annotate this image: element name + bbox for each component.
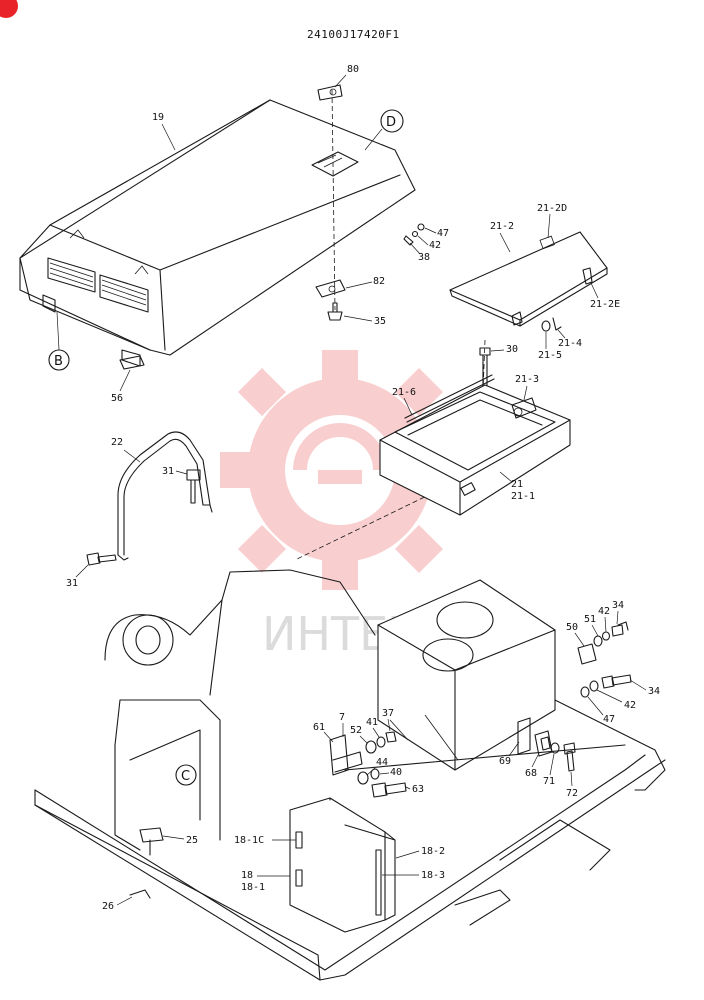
battery-box-21 (379, 384, 571, 516)
washer-42-upper (601, 631, 611, 641)
alignment-line-1 (331, 89, 336, 311)
washer-42-lower (589, 680, 599, 692)
callout-18-2: 18-2 (421, 846, 445, 857)
callout-26: 26 (102, 901, 114, 912)
callout-41: 41 (366, 717, 378, 728)
callout-22: 22 (111, 437, 123, 448)
callout-82: 82 (373, 276, 385, 287)
washer-51 (593, 635, 603, 647)
washer-52 (365, 740, 377, 754)
callout-35: 35 (374, 316, 386, 327)
callout-56: 56 (111, 393, 123, 404)
washer-47-lower (580, 686, 590, 698)
callout-38: 38 (418, 252, 430, 263)
bolt-35 (327, 302, 343, 321)
battery-cover-21-2 (449, 231, 608, 327)
drawing-number: 24100J17420F1 (307, 28, 400, 41)
bolt-63 (371, 782, 407, 798)
view-marker-b: B (48, 311, 70, 371)
callout-34-upper: 34 (612, 600, 624, 611)
plate-56 (119, 355, 145, 370)
callout-42-top: 42 (429, 240, 441, 251)
callout-18-1: 18-1 (241, 882, 265, 893)
rod-21-6 (404, 374, 495, 423)
callout-30: 30 (506, 344, 518, 355)
callout-31-lower: 31 (66, 578, 78, 589)
svg-text:B: B (54, 354, 63, 369)
svg-text:D: D (386, 115, 396, 130)
washer-44 (357, 771, 369, 785)
view-marker-c: C (175, 764, 197, 786)
callout-44: 44 (376, 757, 388, 768)
callout-21-2e: 21-2E (590, 299, 620, 310)
clip-21-4 (552, 317, 562, 331)
bolt-34-lower (601, 674, 632, 689)
nut-37 (385, 731, 397, 743)
callout-42-right-lower: 42 (624, 700, 636, 711)
callout-31-upper: 31 (162, 466, 174, 477)
washer-71 (550, 742, 560, 754)
callout-40: 40 (390, 767, 402, 778)
callout-80: 80 (347, 64, 359, 75)
callout-19: 19 (152, 112, 164, 123)
washer-21-5 (541, 320, 551, 332)
callout-21-5: 21-5 (538, 350, 562, 361)
callout-21-2: 21-2 (490, 221, 514, 232)
callout-72: 72 (566, 788, 578, 799)
view-marker-d: D (364, 109, 404, 151)
callout-18: 18 (241, 870, 253, 881)
callout-21-4: 21-4 (558, 338, 582, 349)
bolt-72 (563, 742, 576, 772)
callout-37: 37 (382, 708, 394, 719)
bolt-31-upper (186, 469, 201, 504)
callout-51: 51 (584, 614, 596, 625)
handrail-22 (117, 431, 213, 561)
callout-18-3: 18-3 (421, 870, 445, 881)
callout-7: 7 (339, 712, 345, 723)
bolt-34-upper (611, 621, 629, 637)
callout-25: 25 (186, 835, 198, 846)
callout-18-1c: 18-1C (234, 835, 264, 846)
plate-18-2 (344, 824, 396, 921)
washer-40 (370, 768, 380, 780)
callout-42-right-upper: 42 (598, 606, 610, 617)
bracket-26 (129, 889, 151, 899)
callout-21-2d: 21-2D (537, 203, 567, 214)
hardware-47-42-38 (403, 223, 425, 246)
bracket-25 (139, 827, 164, 856)
callout-21: 21 (511, 479, 523, 490)
corner-mark (0, 0, 18, 18)
bracket-80 (317, 84, 343, 101)
callout-21-3: 21-3 (515, 374, 539, 385)
cover-grille-left (47, 257, 96, 293)
washer-41 (376, 736, 386, 748)
svg-text:C: C (181, 769, 190, 784)
callout-47-right: 47 (603, 714, 615, 725)
callout-68: 68 (525, 768, 537, 779)
callout-63: 63 (412, 784, 424, 795)
bracket-61 (329, 734, 363, 776)
plate-18 (289, 797, 386, 933)
callout-21-1: 21-1 (511, 491, 535, 502)
bolt-31-lower (86, 552, 117, 566)
cover-19 (19, 99, 416, 367)
callout-47-top: 47 (437, 228, 449, 239)
callout-71: 71 (543, 776, 555, 787)
bracket-50 (577, 643, 597, 665)
callout-52: 52 (350, 725, 362, 736)
callout-labels: 80 19 47 42 38 82 35 56 21-2D 21-2 21-2E… (66, 64, 660, 912)
holder-21-3 (511, 397, 537, 419)
callout-34-lower: 34 (648, 686, 660, 697)
cover-grille-right (99, 274, 149, 313)
machine-frame (34, 569, 666, 981)
callout-61: 61 (313, 722, 325, 733)
callout-69: 69 (499, 756, 511, 767)
plate-82 (315, 279, 346, 298)
callout-50: 50 (566, 622, 578, 633)
callout-21-6: 21-6 (392, 387, 416, 398)
